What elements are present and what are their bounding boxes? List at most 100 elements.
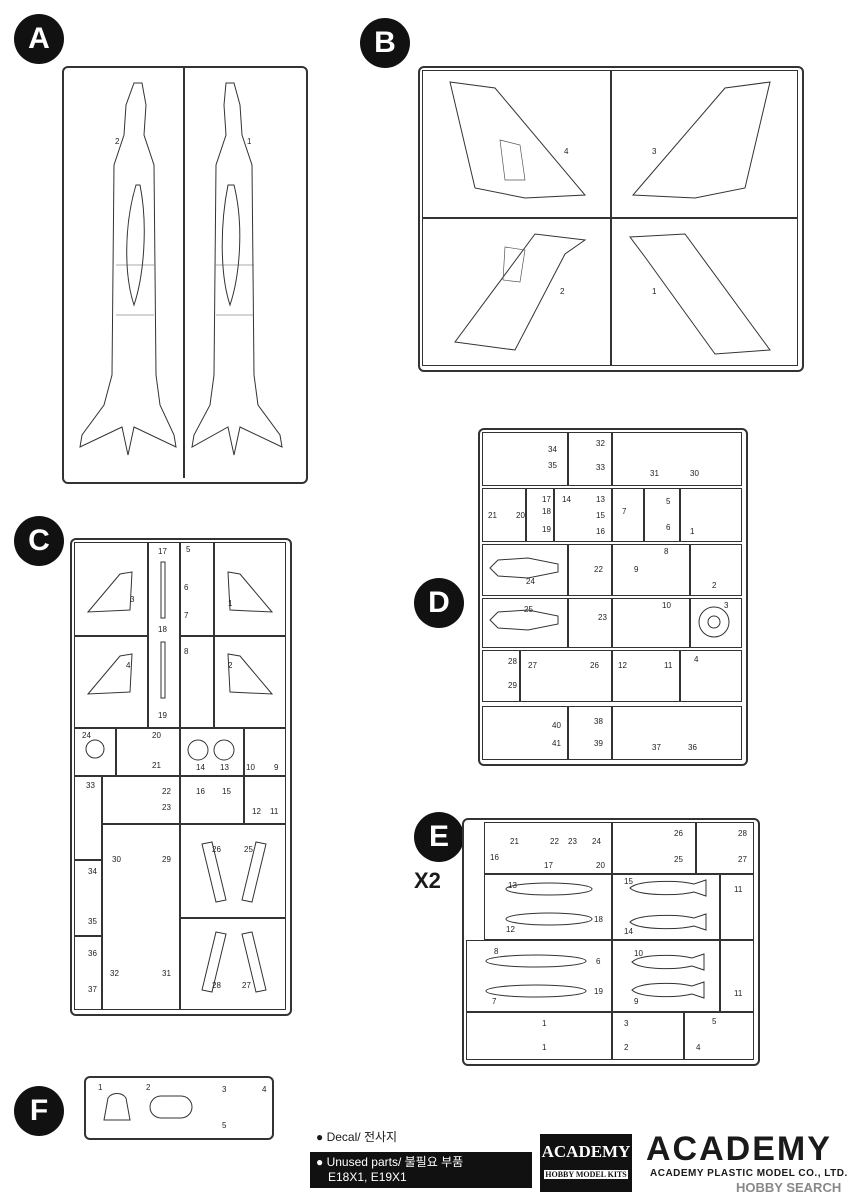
part-number: 12 xyxy=(618,661,627,670)
sprue-e-cell xyxy=(720,940,754,1012)
part-number: 20 xyxy=(596,861,605,870)
part-number: 31 xyxy=(162,969,171,978)
part-number: 3 xyxy=(222,1085,227,1094)
part-number: 4 xyxy=(696,1043,701,1052)
sprue-d-cell xyxy=(482,488,526,542)
drop-tank xyxy=(485,954,587,968)
part-number: 3 xyxy=(624,1019,629,1028)
part-number: 24 xyxy=(592,837,601,846)
sprue-a-label: A xyxy=(14,14,64,64)
sprue-c-letter: C xyxy=(28,524,50,557)
sprue-c-cell xyxy=(74,936,102,1010)
part-number: 1 xyxy=(228,599,233,608)
fuselage-half-right xyxy=(191,82,283,456)
sprue-e-cell xyxy=(466,940,612,1012)
canopy xyxy=(149,1095,193,1119)
sprue-d-cell xyxy=(568,706,612,760)
part-number: 4 xyxy=(262,1085,267,1094)
part-number: 12 xyxy=(506,925,515,934)
part-number: 30 xyxy=(690,469,699,478)
wing-lower-left xyxy=(454,233,587,351)
academy-box-title: ACADEMY xyxy=(541,1142,631,1161)
part-number: 37 xyxy=(652,743,661,752)
part-number: 11 xyxy=(734,989,743,998)
part-number: 13 xyxy=(220,763,229,772)
part-number: 11 xyxy=(664,661,673,670)
part-number: 11 xyxy=(734,885,743,894)
part-number: 27 xyxy=(528,661,537,670)
part-number: 33 xyxy=(596,463,605,472)
part-number: 12 xyxy=(252,807,261,816)
sprue-c-cell xyxy=(102,776,180,824)
part-number: 40 xyxy=(552,721,561,730)
part-number: 6 xyxy=(184,583,189,592)
sprue-e-label: E xyxy=(414,812,464,862)
sprue-d-cell xyxy=(568,432,612,486)
part-number: 1 xyxy=(98,1083,103,1092)
part-number: 1 xyxy=(542,1043,547,1052)
stabilizer xyxy=(86,571,133,613)
part-number: 4 xyxy=(126,661,131,670)
part-number: 17 xyxy=(158,547,167,556)
part-number: 39 xyxy=(594,739,603,748)
stabilizer xyxy=(86,653,133,695)
drop-tank xyxy=(485,984,587,998)
sprue-a-letter: A xyxy=(28,22,50,55)
part-number: 6 xyxy=(666,523,671,532)
seat-frame xyxy=(187,739,235,761)
part-number: 22 xyxy=(594,565,603,574)
part-number: 13 xyxy=(596,495,605,504)
part-number: 5 xyxy=(186,545,191,554)
part-number: 1 xyxy=(690,527,695,536)
sprue-e-cell xyxy=(612,940,720,1012)
part-number: 37 xyxy=(88,985,97,994)
part-number: 18 xyxy=(158,625,167,634)
part-number: 9 xyxy=(634,997,639,1006)
part-number: 8 xyxy=(494,947,499,956)
sprue-d-cell xyxy=(680,488,742,542)
sprue-e-cell xyxy=(612,1012,684,1060)
part-number: 9 xyxy=(634,565,639,574)
part-number: 27 xyxy=(738,855,747,864)
sprue-d-cell xyxy=(520,650,612,702)
part-number: 19 xyxy=(158,711,167,720)
bomb xyxy=(631,953,705,971)
sprue-e-cell xyxy=(466,1012,612,1060)
part-number: 4 xyxy=(564,147,569,156)
part-number: 16 xyxy=(196,787,205,796)
part-number: 14 xyxy=(196,763,205,772)
sprue-d-label: D xyxy=(414,578,464,628)
part-number: 2 xyxy=(146,1083,151,1092)
sprue-c-cell xyxy=(244,776,286,824)
canopy xyxy=(103,1093,131,1121)
part-number: 14 xyxy=(562,495,571,504)
part-number: 3 xyxy=(724,601,729,610)
sprue-d-cell xyxy=(612,650,680,702)
sprue-c-cell xyxy=(214,636,286,728)
sprue-d-cell xyxy=(612,706,742,760)
part-number: 24 xyxy=(526,577,535,586)
part-number: 3 xyxy=(130,595,135,604)
part-number: 10 xyxy=(662,601,671,610)
sprue-d-cell xyxy=(482,432,568,486)
part-number: 38 xyxy=(594,717,603,726)
quantity-multiplier: X2 xyxy=(414,868,441,893)
sprue-d-cell xyxy=(526,488,554,542)
wing-lower-right xyxy=(629,233,771,355)
cockpit-tub xyxy=(489,557,559,579)
sprue-b-cell xyxy=(422,218,611,366)
part-number: 20 xyxy=(152,731,161,740)
part-number: 8 xyxy=(664,547,669,556)
part-number: 34 xyxy=(88,867,97,876)
part-number: 30 xyxy=(112,855,121,864)
part-number: 19 xyxy=(542,525,551,534)
part-number: 26 xyxy=(674,829,683,838)
sprue-e-letter: E xyxy=(428,820,449,853)
part-number: 28 xyxy=(738,829,747,838)
sprue-a-frame xyxy=(62,66,308,484)
part-number: 23 xyxy=(162,803,171,812)
intake-panel xyxy=(201,931,267,993)
sprue-c-cell xyxy=(180,918,286,1010)
sprue-e-cell xyxy=(684,1012,754,1060)
